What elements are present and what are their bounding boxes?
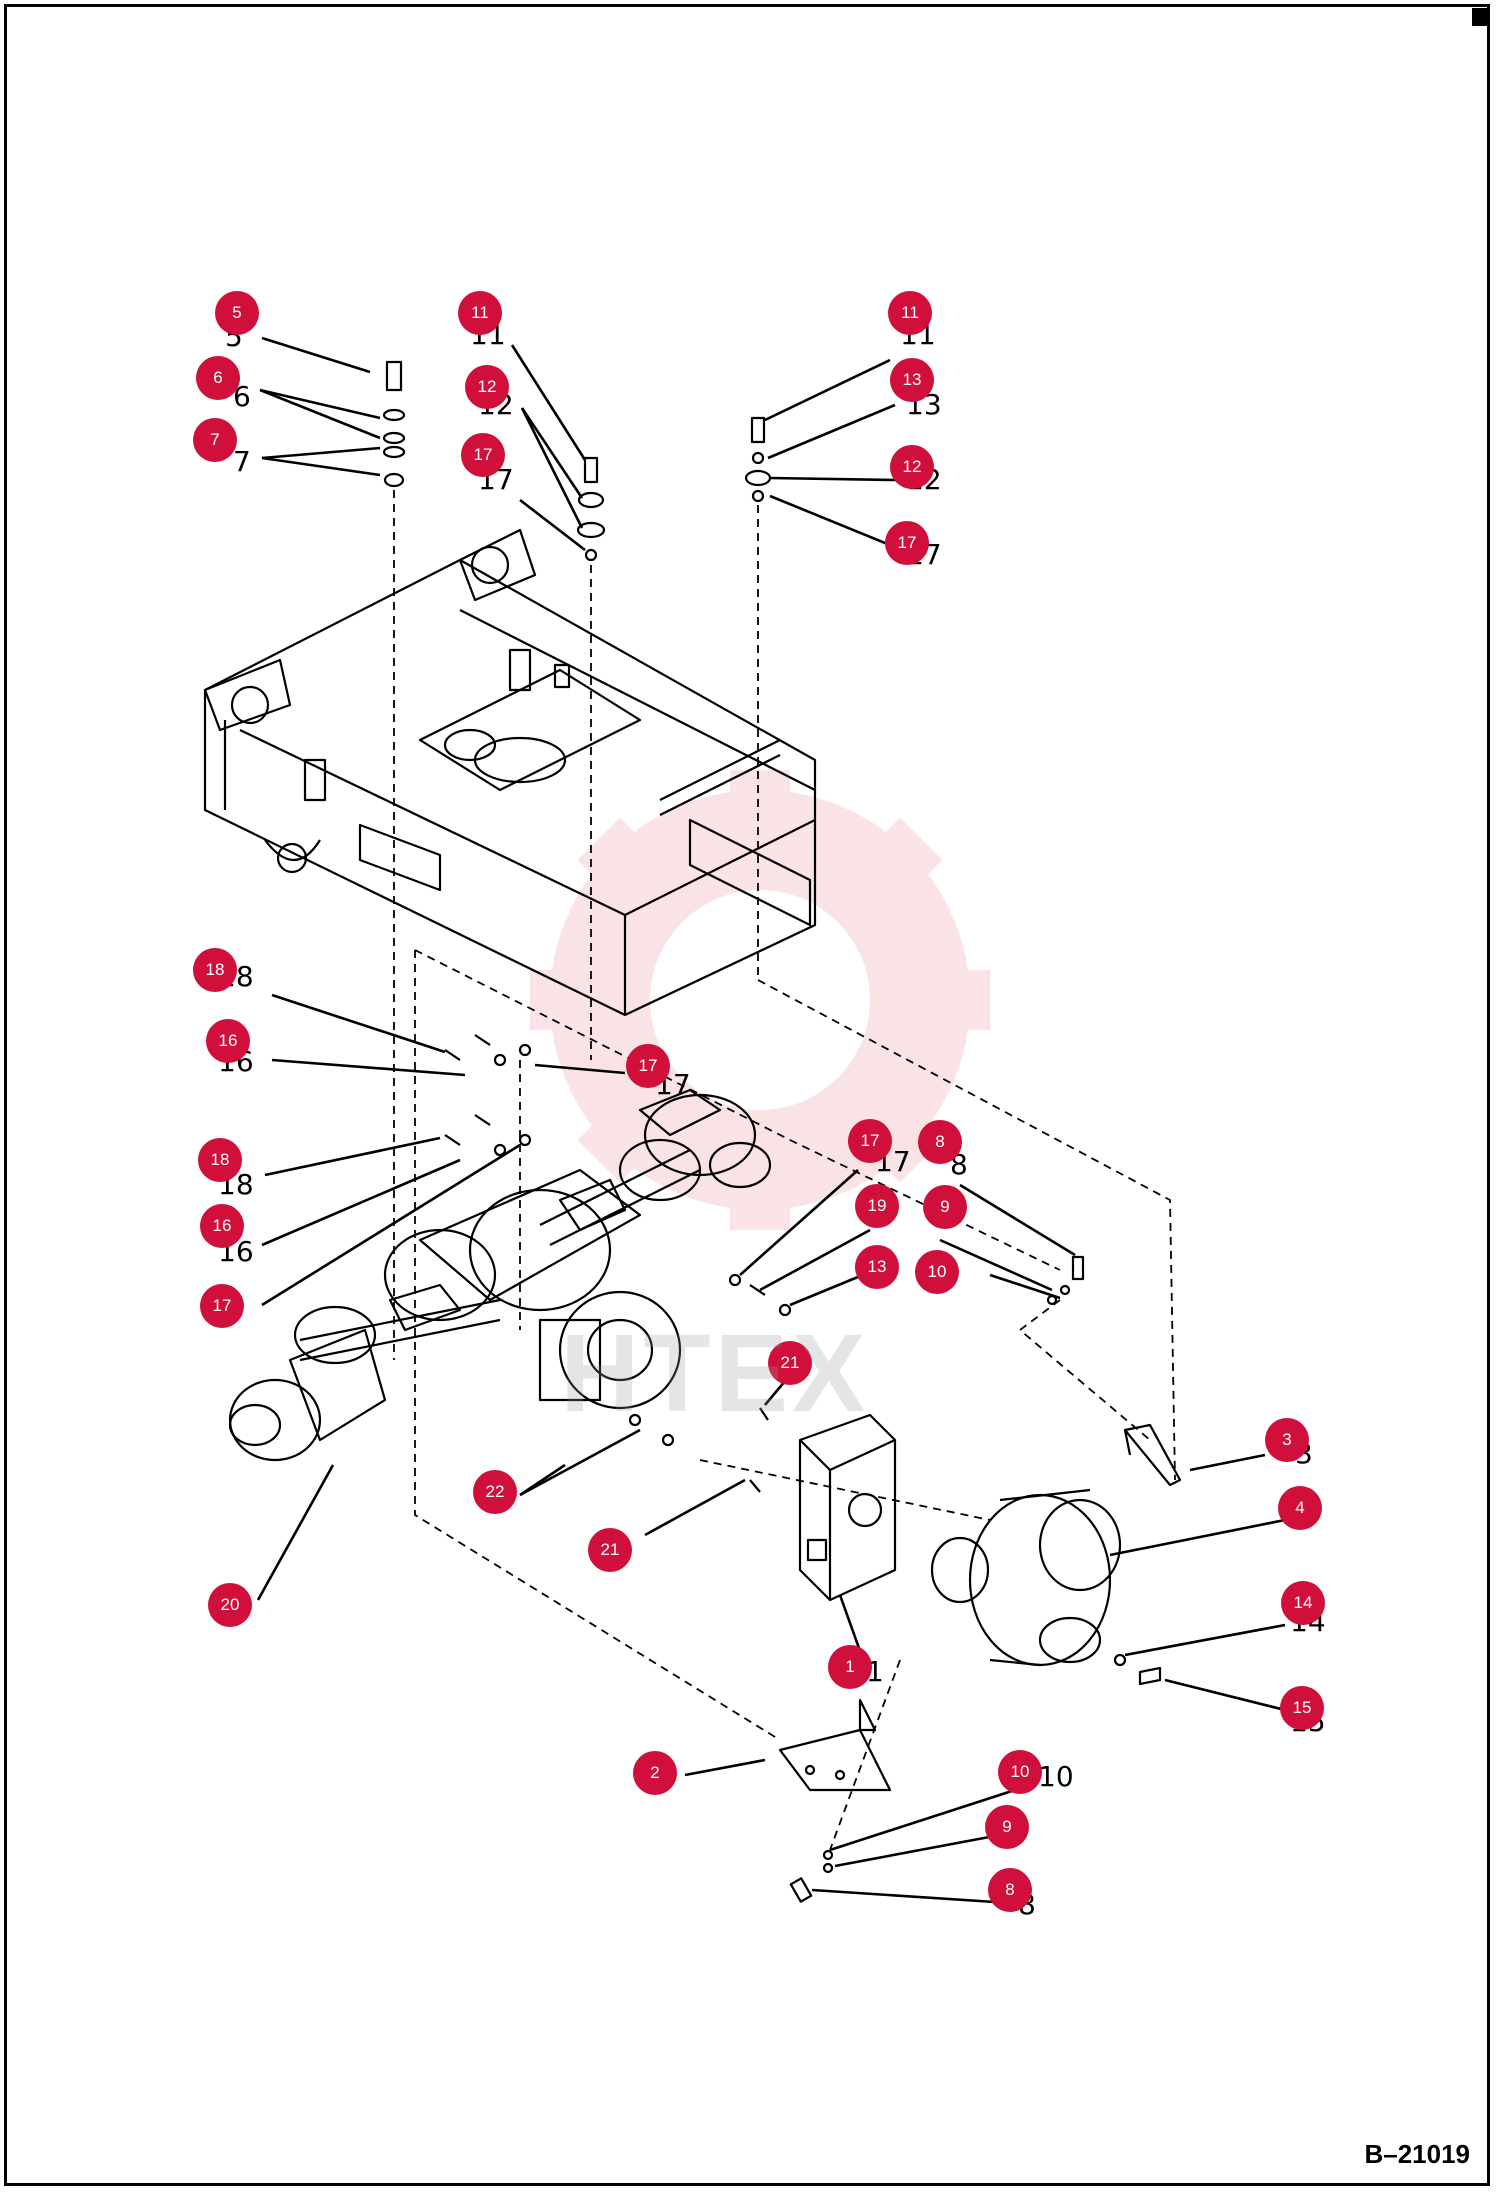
drawing-number: B–21019 <box>1364 2139 1470 2169</box>
callout-3: 3 <box>1265 1418 1309 1462</box>
callout-18: 18 <box>193 948 237 992</box>
callout-12: 12 <box>465 365 509 409</box>
callout-14: 14 <box>1281 1581 1325 1625</box>
callout-17: 17 <box>885 521 929 565</box>
callout-8: 8 <box>988 1868 1032 1912</box>
corner-mark <box>1472 8 1490 26</box>
printed-number: 10 <box>1038 1760 1074 1793</box>
callout-9: 9 <box>985 1805 1029 1849</box>
callout-10: 10 <box>915 1250 959 1294</box>
callout-21: 21 <box>768 1341 812 1385</box>
callout-20: 20 <box>208 1583 252 1627</box>
callout-16: 16 <box>206 1019 250 1063</box>
callout-17: 17 <box>848 1119 892 1163</box>
mount-bracket-part <box>798 1413 897 1602</box>
axle-assembly-part <box>228 1088 772 1462</box>
gearbox-part <box>930 1488 1122 1667</box>
callout-7: 7 <box>193 418 237 462</box>
bracket-part-3 <box>1123 1423 1182 1487</box>
callout-17: 17 <box>461 433 505 477</box>
callout-11: 11 <box>458 291 502 335</box>
callout-17: 17 <box>626 1044 670 1088</box>
callout-13: 13 <box>890 358 934 402</box>
callout-2: 2 <box>633 1751 677 1795</box>
callout-leader-lines <box>256 336 1286 1905</box>
main-frame-part <box>203 528 817 1017</box>
callout-17: 17 <box>200 1284 244 1328</box>
callout-16: 16 <box>200 1204 244 1248</box>
callout-4: 4 <box>1278 1486 1322 1530</box>
callout-21: 21 <box>588 1528 632 1572</box>
bracket-part-2 <box>778 1698 892 1792</box>
page-border <box>4 4 1490 2186</box>
callout-1: 1 <box>828 1645 872 1689</box>
watermark-text: HTEX <box>560 1312 870 1435</box>
callout-19: 19 <box>855 1184 899 1228</box>
assembly-dashed-lines <box>393 490 1176 1851</box>
callout-6: 6 <box>196 356 240 400</box>
callout-15: 15 <box>1280 1686 1324 1730</box>
callout-9: 9 <box>923 1185 967 1229</box>
printed-number: 7 <box>233 445 251 478</box>
callout-13: 13 <box>855 1245 899 1289</box>
callout-18: 18 <box>198 1138 242 1182</box>
gear-watermark-icon <box>530 770 990 1230</box>
callout-11: 11 <box>888 291 932 335</box>
hardware-parts <box>382 360 1162 1903</box>
callout-22: 22 <box>473 1470 517 1514</box>
callout-5: 5 <box>215 291 259 335</box>
callout-12: 12 <box>890 445 934 489</box>
callout-8: 8 <box>918 1120 962 1164</box>
callout-10: 10 <box>998 1750 1042 1794</box>
